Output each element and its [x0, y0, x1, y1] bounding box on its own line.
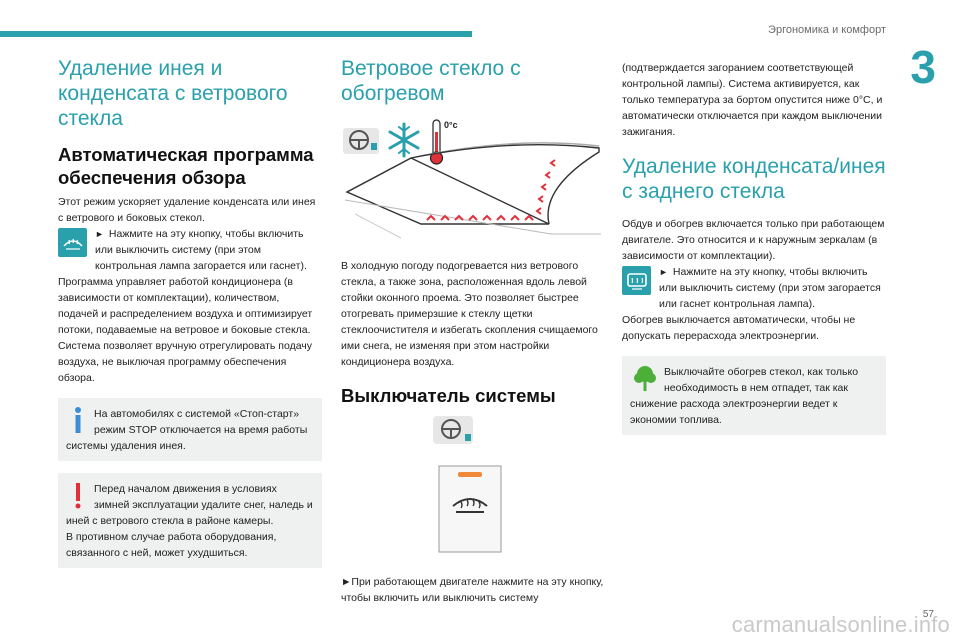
- step-text: При работающем двигателе нажмите на эту …: [341, 576, 604, 604]
- windscreen-outline: [344, 142, 601, 239]
- body-text: В холодную погоду подогревается низ ветр…: [341, 260, 598, 368]
- info-note-text: На автомобилях с системой «Стоп-старт» р…: [66, 408, 308, 452]
- steering-wheel-icon: [433, 416, 473, 444]
- info-icon: [66, 406, 90, 436]
- steering-wheel-icon: [343, 128, 379, 154]
- heading-heated-windscreen: Ветровое стекло с обогревом: [341, 57, 521, 105]
- heating-zone-marks: [426, 159, 556, 221]
- eco-note: Выключайте обогрев стекол, как только не…: [622, 356, 886, 435]
- step-rear-demist: ►Нажмите на эту кнопку, чтобы включить и…: [622, 264, 886, 312]
- rear-demist-icon: [622, 266, 651, 295]
- page-number: 57: [922, 609, 934, 620]
- warning-icon: [66, 481, 90, 511]
- windscreen-demist-icon: [58, 228, 87, 257]
- switch-illustration: [341, 412, 603, 562]
- switch-step: ►При работающем двигателе нажмите на эту…: [341, 574, 605, 606]
- step-text: Нажмите на эту кнопку, чтобы включить ил…: [659, 266, 881, 310]
- step-demist: ►Нажмите на эту кнопку, чтобы включить и…: [58, 226, 322, 274]
- column-2: Ветровое стекло с обогревом 0°c: [341, 56, 605, 606]
- step-text: Нажмите на эту кнопку, чтобы включить ил…: [95, 228, 307, 272]
- body-text-1: Обдув и обогрев включается только при ра…: [622, 218, 885, 262]
- warning-note-text-2: В противном случае работа оборудования, …: [66, 531, 277, 559]
- intro-text: Этот режим ускоряет удаление конденсата …: [58, 196, 316, 224]
- body-text: Программа управляет работой кондиционера…: [58, 276, 313, 384]
- eco-note-text: Выключайте обогрев стекол, как только не…: [630, 366, 859, 426]
- step-arrow-icon: ►: [95, 229, 104, 239]
- chapter-number: 3: [910, 41, 936, 93]
- snowflake-icon: [388, 122, 420, 158]
- step-arrow-icon: ►: [341, 576, 352, 588]
- heading-windscreen-demist: Удаление инея и конденсата с ветрового с…: [58, 57, 288, 130]
- warning-note-text-1: Перед началом движения в условиях зимней…: [66, 483, 313, 527]
- temp-label: 0°c: [444, 120, 458, 130]
- thermometer-icon: [429, 119, 444, 165]
- watermark: carmanualsonline.info: [731, 612, 950, 637]
- top-accent-rule: [0, 31, 472, 37]
- column-1: Удаление инея и конденсата с ветрового с…: [58, 56, 322, 568]
- info-note: На автомобилях с системой «Стоп-старт» р…: [58, 398, 322, 461]
- continuation-text: (подтверждается загоранием соответствующ…: [622, 62, 883, 138]
- body-text-2: Обогрев выключается автоматически, чтобы…: [622, 314, 856, 342]
- subheading-visibility-program: Автоматическая программа обеспечения обз…: [58, 144, 314, 188]
- section-title: Эргономика и комфорт: [768, 24, 886, 36]
- eco-tree-icon: [630, 364, 660, 394]
- heated-windscreen-button-icon: [438, 465, 502, 553]
- warning-note: Перед началом движения в условиях зимней…: [58, 473, 322, 568]
- column-3: (подтверждается загоранием соответствующ…: [622, 60, 886, 435]
- step-arrow-icon: ►: [659, 267, 668, 277]
- heading-rear-demist: Удаление конденсата/инея с заднего стекл…: [622, 155, 886, 203]
- subheading-system-switch: Выключатель системы: [341, 385, 556, 406]
- heated-windscreen-illustration: 0°c: [341, 118, 603, 248]
